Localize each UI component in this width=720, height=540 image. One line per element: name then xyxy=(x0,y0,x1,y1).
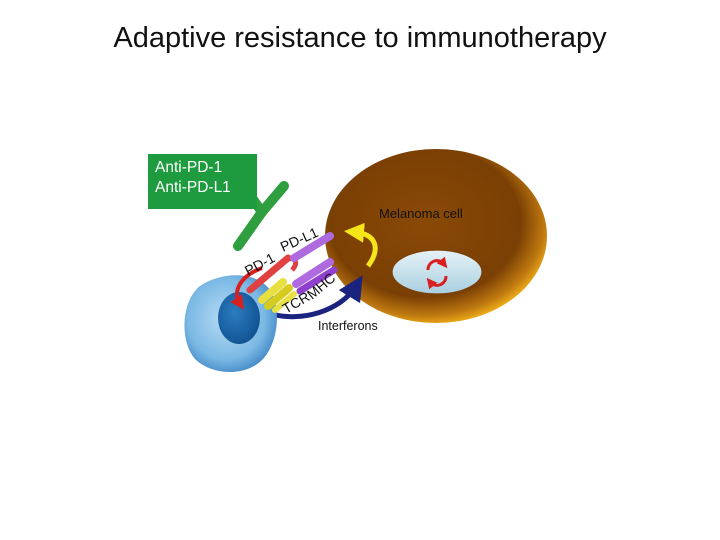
interferon-arrow xyxy=(271,275,363,320)
inhibition-arrow xyxy=(230,266,263,310)
mhc-molecule xyxy=(292,258,338,295)
cell-cycle-oval xyxy=(391,249,483,295)
melanoma-cell xyxy=(325,149,547,323)
melanoma-cell-label: Melanoma cell xyxy=(379,206,463,221)
upregulation-arrow xyxy=(344,222,378,268)
t-cell-nucleus xyxy=(218,292,260,344)
cell-cycle-icon xyxy=(426,256,448,290)
anti-pd1-label: Anti-PD-1 xyxy=(155,159,223,176)
page-title: Adaptive resistance to immunotherapy xyxy=(113,22,607,54)
anti-pdl1-label: Anti-PD-L1 xyxy=(155,179,231,196)
drug-label-box: Anti-PD-1 Anti-PD-L1 xyxy=(148,154,257,209)
interferons-label: Interferons xyxy=(318,319,378,333)
pdl1-ligand xyxy=(290,232,334,262)
tcr-receptor xyxy=(258,278,297,313)
